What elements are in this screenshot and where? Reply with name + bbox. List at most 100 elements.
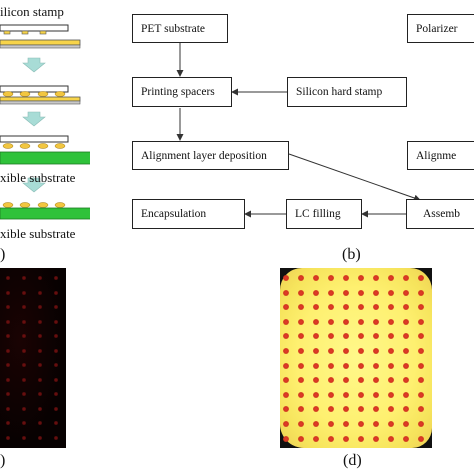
spacer-dot bbox=[298, 275, 304, 281]
spacer-dot bbox=[373, 391, 379, 398]
spacer-dot bbox=[403, 289, 409, 296]
spacer-dot bbox=[283, 289, 289, 296]
spacer-dot bbox=[298, 304, 304, 311]
step-2 bbox=[0, 85, 81, 105]
base-plate bbox=[0, 100, 81, 105]
spacer-dot bbox=[403, 318, 409, 325]
spacer-dot bbox=[298, 333, 304, 340]
spacer-dot bbox=[328, 406, 334, 413]
spacer-dot bbox=[54, 305, 58, 309]
spacer-dot bbox=[343, 275, 349, 281]
spacer-dot bbox=[358, 318, 364, 325]
spacer-dot bbox=[358, 348, 364, 354]
spacer-dot bbox=[298, 377, 304, 384]
flexible-substrate-label-2: xible substrate bbox=[0, 226, 76, 241]
box-polarizer: Polarizer bbox=[407, 14, 474, 43]
spacer-dot bbox=[388, 421, 394, 427]
spacer-dot bbox=[313, 318, 319, 325]
panel-a-label: ) bbox=[0, 246, 6, 263]
spacer-dot bbox=[313, 391, 319, 398]
spacer-dot bbox=[313, 377, 319, 384]
spacer-dot bbox=[313, 435, 319, 442]
spacer-dot bbox=[358, 275, 364, 281]
step-4 bbox=[0, 202, 90, 220]
spacer-dot bbox=[54, 392, 58, 396]
spacer-dot bbox=[313, 333, 319, 340]
spacer-dot bbox=[283, 348, 289, 354]
spacer-dot bbox=[38, 319, 42, 324]
spacer-dot bbox=[403, 362, 409, 369]
box-alignment-right: Alignme bbox=[407, 141, 474, 170]
spacer-dot bbox=[38, 392, 42, 396]
spacer-dot bbox=[328, 435, 334, 442]
spacer-dot bbox=[38, 377, 42, 382]
spacer-dot bbox=[373, 333, 379, 340]
spacer-dot bbox=[298, 406, 304, 413]
spacer-dot bbox=[418, 362, 424, 369]
spacer-dot bbox=[373, 377, 379, 384]
spacer-dot bbox=[298, 421, 304, 427]
spacer-dot bbox=[38, 290, 42, 295]
spacer-dot bbox=[418, 391, 424, 398]
flexible-substrate bbox=[0, 207, 90, 220]
spacer-dot bbox=[328, 275, 334, 281]
spacer-dot bbox=[328, 304, 334, 311]
spacer-dot bbox=[403, 421, 409, 427]
spacer-dot bbox=[403, 377, 409, 384]
spacer-dot bbox=[298, 435, 304, 442]
spacer-dot bbox=[54, 421, 58, 425]
spacer-dot bbox=[388, 362, 394, 369]
bright-field bbox=[280, 268, 432, 448]
step-1 bbox=[0, 24, 81, 49]
spacer-dot bbox=[358, 304, 364, 311]
spacer-dot bbox=[283, 435, 289, 442]
silicon-stamp bbox=[0, 135, 69, 143]
silicon-stamp bbox=[0, 24, 69, 32]
spacer-dot bbox=[283, 275, 289, 281]
spacer-dot bbox=[418, 318, 424, 325]
spacer-dot bbox=[388, 391, 394, 398]
spacer-dot bbox=[388, 406, 394, 413]
spacer-dot bbox=[328, 377, 334, 384]
spacer-dot bbox=[283, 333, 289, 340]
spacer-dot bbox=[6, 435, 10, 440]
spacer-dot bbox=[313, 406, 319, 413]
spacer-dot bbox=[54, 377, 58, 382]
spacer-dot bbox=[298, 289, 304, 296]
spacer-dot bbox=[358, 435, 364, 442]
spacer-dot bbox=[328, 289, 334, 296]
spacer-dot bbox=[343, 421, 349, 427]
spacer-dot bbox=[418, 275, 424, 281]
flowchart-connectors bbox=[176, 42, 421, 218]
spacer-dot bbox=[54, 276, 58, 280]
spacer-dot bbox=[298, 362, 304, 369]
spacer-dot bbox=[388, 377, 394, 384]
step-3 bbox=[0, 135, 90, 165]
spacer-dot bbox=[38, 406, 42, 411]
base-plate bbox=[0, 44, 81, 49]
spacer-dot bbox=[418, 348, 424, 354]
panel-a-schematic bbox=[0, 24, 90, 220]
spacer-dot bbox=[328, 348, 334, 354]
down-arrow-3 bbox=[22, 177, 46, 193]
spacer-dot bbox=[6, 406, 10, 411]
spacer-dot bbox=[343, 304, 349, 311]
spacer-dot bbox=[388, 318, 394, 325]
spacer-dot bbox=[418, 333, 424, 340]
spacer-dot bbox=[54, 363, 58, 367]
spacer-dot bbox=[358, 333, 364, 340]
spacer-dot bbox=[328, 391, 334, 398]
spacer-dot bbox=[54, 319, 58, 324]
spacer-dot bbox=[373, 362, 379, 369]
spacer-dot bbox=[6, 290, 10, 295]
spacer-dot bbox=[54, 435, 58, 440]
spacer-dot bbox=[6, 392, 10, 396]
silicon-stamp-label: ilicon stamp bbox=[0, 4, 64, 19]
spacer-dot bbox=[6, 305, 10, 309]
spacer-dot bbox=[403, 406, 409, 413]
spacer-dot bbox=[38, 363, 42, 367]
spacer-dot bbox=[358, 421, 364, 427]
spacer-dot bbox=[358, 362, 364, 369]
spacer-dot bbox=[54, 334, 58, 338]
spacer-dot bbox=[38, 435, 42, 440]
